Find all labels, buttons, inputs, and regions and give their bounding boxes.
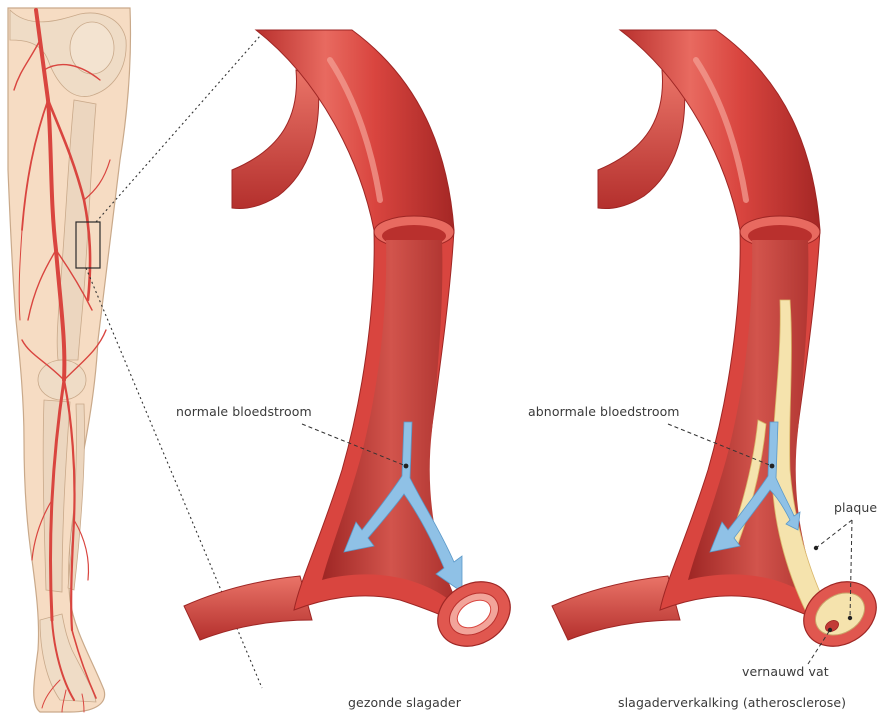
lower-branch xyxy=(184,576,312,640)
leg-figure xyxy=(8,8,131,712)
atherosclerosis-caption: slagaderverkalking (atherosclerose) xyxy=(618,695,846,710)
healthy-artery xyxy=(184,30,522,659)
upper-branch xyxy=(232,70,319,209)
upper-branch xyxy=(598,70,685,209)
healthy-artery-caption: gezonde slagader xyxy=(348,695,461,710)
plaque-label: plaque xyxy=(834,500,877,515)
narrowed-vessel-label: vernauwd vat xyxy=(742,664,829,679)
abnormal-flow-label: abnormale bloedstroom xyxy=(528,404,680,419)
diseased-artery xyxy=(552,30,885,664)
normal-flow-label: normale bloedstroom xyxy=(176,404,312,419)
